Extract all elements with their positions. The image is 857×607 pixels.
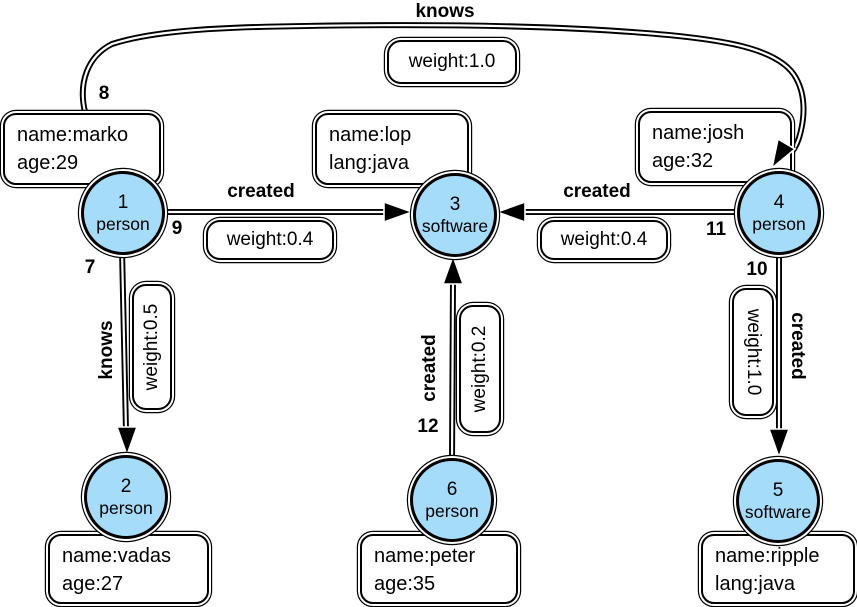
- node-1-circle: 1 person: [81, 171, 165, 255]
- property-line: name:lop: [329, 124, 412, 146]
- node-3-circle: 3 software: [413, 173, 497, 257]
- node-id: 3: [449, 194, 461, 215]
- edge-10-weight-box: weight:1.0: [732, 288, 774, 416]
- property-line: name:josh: [652, 122, 745, 144]
- property-line: name:ripple: [715, 545, 820, 567]
- node-2-properties-box: name:vadas age:27: [48, 534, 209, 604]
- node-id: 2: [120, 476, 132, 497]
- edge-11-id: 11: [705, 219, 727, 240]
- edge-weight: weight:1.0: [408, 51, 496, 72]
- node-6-circle: 6 person: [410, 458, 494, 542]
- edge-weight: weight:0.2: [469, 325, 490, 413]
- node-5-circle: 5 software: [736, 459, 820, 543]
- property-line: name:peter: [374, 545, 476, 567]
- edge-10-arrowhead: [767, 428, 791, 460]
- node-6-properties-box: name:peter age:35: [360, 534, 518, 604]
- edge-12-weight-box: weight:0.2: [459, 305, 501, 433]
- node-label: person: [96, 214, 150, 234]
- edge-12-arrowhead: [441, 253, 465, 285]
- node-label: software: [421, 216, 489, 236]
- edge-7-id: 7: [84, 257, 96, 278]
- property-line: age:29: [17, 152, 79, 174]
- node-label: person: [99, 498, 153, 518]
- node-label: person: [752, 214, 806, 234]
- node-id: 1: [117, 192, 129, 213]
- edge-7-arrowhead: [115, 426, 139, 458]
- property-line: lang:java: [715, 573, 796, 595]
- edge-11-weight-box: weight:0.4: [540, 220, 668, 260]
- edge-8-label: knows: [415, 1, 475, 22]
- node-5-properties-box: name:ripple lang:java: [701, 534, 855, 604]
- node-2-circle: 2 person: [84, 455, 168, 539]
- node-id: 6: [446, 479, 458, 500]
- property-line: age:32: [652, 150, 714, 172]
- edge-weight: weight:0.5: [141, 303, 162, 391]
- property-line: age:27: [62, 573, 124, 595]
- edge-8-weight-box: weight:1.0: [387, 40, 517, 84]
- edge-9-label: created: [227, 181, 295, 202]
- edge-weight: weight:1.0: [743, 308, 764, 396]
- node-label: person: [425, 501, 479, 521]
- edge-9-weight-box: weight:0.4: [206, 220, 334, 260]
- node-id: 4: [773, 192, 785, 213]
- edge-12-line: [449, 279, 456, 463]
- edge-9-id: 9: [171, 218, 183, 239]
- edge-9-arrowhead: [383, 200, 415, 224]
- edge-12-label: created: [419, 334, 440, 402]
- property-line: name:marko: [17, 124, 129, 146]
- node-label: software: [744, 502, 812, 522]
- property-line: age:35: [374, 573, 436, 595]
- node-4-circle: 4 person: [737, 171, 821, 255]
- edge-7-line: [119, 249, 129, 431]
- edge-10-label: created: [787, 312, 808, 380]
- edge-11-label: created: [563, 181, 631, 202]
- edge-7-label: knows: [96, 320, 117, 380]
- edge-11-arrowhead: [494, 200, 526, 224]
- edge-weight: weight:0.4: [226, 229, 314, 250]
- edge-12-id: 12: [417, 416, 439, 437]
- edge-7-weight-box: weight:0.5: [132, 284, 172, 410]
- node-id: 5: [772, 480, 784, 501]
- edge-10-id: 10: [746, 259, 768, 280]
- edge-weight: weight:0.4: [560, 229, 648, 250]
- edge-8-id: 8: [98, 83, 110, 104]
- property-line: name:vadas: [62, 545, 171, 567]
